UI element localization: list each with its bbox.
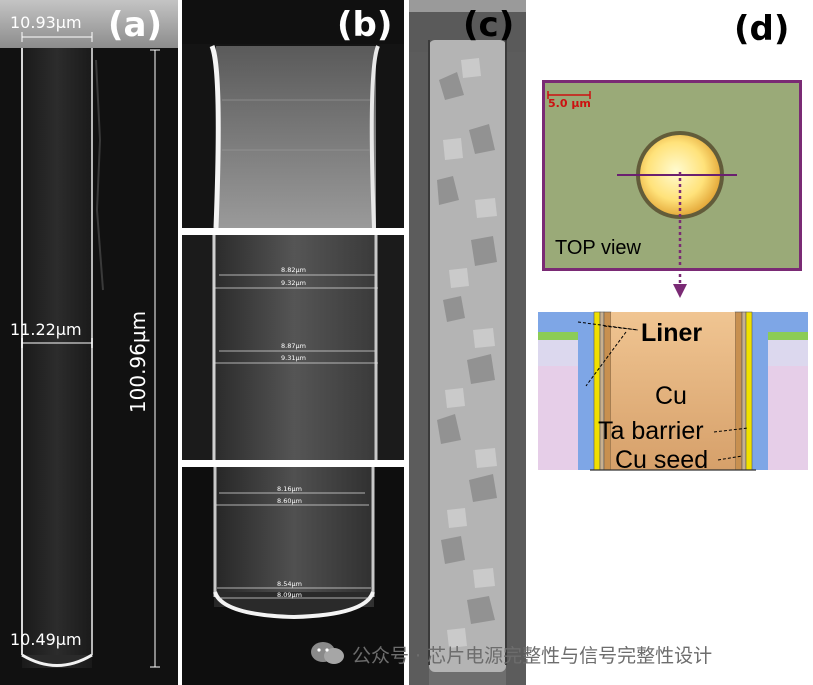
left-pink-layer [538, 366, 578, 470]
panel-c: (c) [409, 0, 526, 685]
right-barrier [741, 311, 747, 471]
panel-a-top-width: 10.93µm [10, 13, 82, 32]
cross-section-arrow [673, 172, 687, 298]
panel-b-measure-7: 8.54µm [277, 580, 302, 588]
left-lavender-layer [538, 340, 578, 366]
right-liner [745, 311, 753, 471]
copper-fill [611, 312, 735, 470]
label-liner: Liner [641, 319, 703, 347]
panel-b-middle-image [182, 235, 404, 460]
label-cu: Cu [655, 382, 687, 410]
right-pink-layer [768, 366, 808, 470]
left-green-layer [538, 332, 578, 340]
left-barrier [599, 311, 605, 471]
panel-a-surface [0, 0, 178, 48]
panel-a-sem-image [0, 0, 178, 685]
panel-a-via-hole [22, 48, 92, 668]
panel-b-measure-8: 8.09µm [277, 591, 302, 599]
panel-d-letter: (d) [734, 9, 790, 49]
panel-a-bottom-width: 10.49µm [10, 630, 82, 649]
right-green-layer [768, 332, 808, 340]
watermark-text: 公众号 · 芯片电源完整性与信号完整性设计 [352, 645, 713, 667]
panel-a-letter: (a) [108, 5, 163, 45]
right-lavender-layer [768, 340, 808, 366]
top-view-label: TOP view [555, 237, 641, 259]
right-seed [734, 311, 743, 471]
cross-section-diagram [538, 311, 808, 471]
panel-a-mid-width: 11.22µm [10, 320, 82, 339]
panel-b-measure-6: 8.60µm [277, 497, 302, 505]
panel-b-measure-1: 8.82µm [281, 266, 306, 274]
left-blue-layer [538, 312, 578, 332]
panel-b-letter: (b) [337, 5, 393, 45]
panel-a: (a) 10.93µm 11.22µm 10.49µm 100.96µm [0, 0, 178, 685]
panel-c-letter: (c) [463, 5, 515, 45]
left-seed [603, 311, 612, 471]
right-blue-layer [768, 312, 808, 332]
panel-b-measure-4: 9.31µm [281, 354, 306, 362]
panel-b-bottom-image [182, 467, 404, 685]
panel-a-via-bottom [21, 653, 93, 667]
panel-a-depth: 100.96µm [126, 310, 150, 414]
wechat-icon [311, 642, 344, 664]
panel-b: (b) 8.82µm 9.32µm 8.87µm 9.31µm 8.16µm 8… [179, 0, 407, 685]
scale-bar-label: 5.0 µm [548, 97, 591, 110]
label-cu-seed: Cu seed [615, 446, 709, 474]
label-ta-barrier: Ta barrier [598, 417, 704, 445]
panel-b-measure-5: 8.16µm [277, 485, 302, 493]
panel-c-cu-fill-image [409, 0, 526, 685]
left-liner [593, 311, 601, 471]
panel-b-top-image [182, 0, 404, 228]
panel-b-measure-3: 8.87µm [281, 342, 306, 350]
panel-b-measure-2: 9.32µm [281, 279, 306, 287]
